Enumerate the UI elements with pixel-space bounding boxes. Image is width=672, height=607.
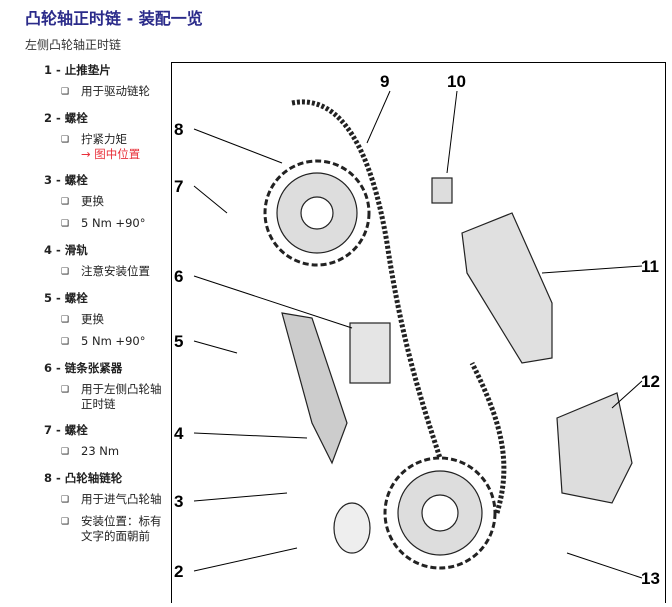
bullet-text: 用于左侧凸轮轴正时链: [81, 382, 162, 411]
callout-7: 7: [174, 177, 183, 196]
list-item: 1 - 止推垫片 ❑ 用于驱动链轮: [44, 62, 166, 100]
callout-5: 5: [174, 332, 183, 351]
bullet: ❑ 用于进气凸轮轴: [61, 492, 166, 508]
bullet-text: 23 Nm: [81, 444, 120, 458]
checkbox-bullet-icon: ❑: [61, 87, 70, 97]
guide-rail: [281, 312, 348, 465]
callout-12: 12: [641, 372, 660, 391]
figure-position-link[interactable]: → 图中位置: [81, 147, 141, 161]
callout-4: 4: [174, 424, 184, 443]
checkbox-bullet-icon: ❑: [61, 197, 70, 207]
checkbox-bullet-icon: ❑: [61, 495, 70, 505]
item-heading: 3 - 螺栓: [44, 173, 88, 187]
list-item: 5 - 螺栓 ❑ 更换 ❑ 5 Nm +90°: [44, 290, 166, 350]
checkbox-bullet-icon: ❑: [61, 267, 70, 277]
camshaft-sprocket-bottom: [383, 456, 497, 570]
callout-10: 10: [447, 72, 466, 91]
item-heading: 7 - 螺栓: [44, 423, 88, 437]
bullet-text: 注意安装位置: [81, 264, 150, 278]
tensioner-rail: [461, 212, 553, 364]
list-item: 6 - 链条张紧器 ❑ 用于左侧凸轮轴正时链: [44, 360, 166, 412]
checkbox-bullet-icon: ❑: [61, 219, 70, 229]
section-subtitle: 左侧凸轮轴正时链: [25, 38, 122, 52]
housing-12: [556, 392, 633, 504]
bullet-text: 5 Nm +90°: [81, 334, 146, 348]
callout-3: 3: [174, 492, 183, 511]
chain-tensioner: [349, 322, 391, 384]
camshaft-sprocket-top: [263, 159, 371, 267]
list-item: 4 - 滑轨 ❑ 注意安装位置: [44, 242, 166, 280]
bullet: ❑ 更换: [61, 312, 166, 328]
bullet-text: 更换: [81, 194, 104, 208]
checkbox-bullet-icon: ❑: [61, 517, 70, 527]
bullet: ❑ 注意安装位置: [61, 264, 166, 280]
parts-list: 1 - 止推垫片 ❑ 用于驱动链轮 2 - 螺栓 ❑ 拧紧力矩→ 图中位置 3 - 螺栓 ❑ 更…: [44, 62, 166, 554]
item-heading: 6 - 链条张紧器: [44, 361, 123, 375]
page-title: 凸轮轴正时链 - 装配一览: [25, 9, 203, 28]
callout-2: 2: [174, 562, 183, 581]
bullet: ❑ 拧紧力矩→ 图中位置: [61, 132, 166, 162]
checkbox-bullet-icon: ❑: [61, 315, 70, 325]
timing-chain: [291, 99, 507, 514]
item-heading: 2 - 螺栓: [44, 111, 88, 125]
callout-13: 13: [641, 569, 660, 588]
item-heading: 8 - 凸轮轴链轮: [44, 471, 123, 485]
thrust-washer: [333, 502, 371, 554]
bullet: ❑ 用于左侧凸轮轴正时链: [61, 382, 166, 412]
item-heading: 4 - 滑轨: [44, 243, 88, 257]
bullet: ❑ 5 Nm +90°: [61, 334, 166, 350]
bullet: ❑ 用于驱动链轮: [61, 84, 166, 100]
list-item: 2 - 螺栓 ❑ 拧紧力矩→ 图中位置: [44, 110, 166, 162]
bullet-text: 用于驱动链轮: [81, 84, 150, 98]
bullet: ❑ 5 Nm +90°: [61, 216, 166, 232]
callout-9: 9: [380, 72, 389, 91]
item-heading: 5 - 螺栓: [44, 291, 88, 305]
bullet-text: 安装位置：标有文字的面朝前: [81, 514, 162, 543]
checkbox-bullet-icon: ❑: [61, 447, 70, 457]
list-item: 3 - 螺栓 ❑ 更换 ❑ 5 Nm +90°: [44, 172, 166, 232]
callout-6: 6: [174, 267, 183, 286]
bullet: ❑ 23 Nm: [61, 444, 166, 460]
callout-11: 11: [641, 257, 659, 276]
bullet: ❑ 更换: [61, 194, 166, 210]
checkbox-bullet-icon: ❑: [61, 385, 70, 395]
bullet-text: 拧紧力矩: [81, 132, 127, 146]
bullet-text: 更换: [81, 312, 104, 326]
list-item: 7 - 螺栓 ❑ 23 Nm: [44, 422, 166, 460]
bullet: ❑ 安装位置：标有文字的面朝前: [61, 514, 166, 544]
checkbox-bullet-icon: ❑: [61, 135, 70, 145]
bullet-text: 5 Nm +90°: [81, 216, 146, 230]
exploded-diagram: 8 7 6 5 4 3 2 9 10 11 12 13: [171, 62, 666, 603]
checkbox-bullet-icon: ❑: [61, 337, 70, 347]
bullet-text: 用于进气凸轮轴: [81, 492, 162, 506]
callout-8: 8: [174, 120, 183, 139]
item-heading: 1 - 止推垫片: [44, 63, 111, 77]
list-item: 8 - 凸轮轴链轮 ❑ 用于进气凸轮轴 ❑ 安装位置：标有文字的面朝前: [44, 470, 166, 544]
